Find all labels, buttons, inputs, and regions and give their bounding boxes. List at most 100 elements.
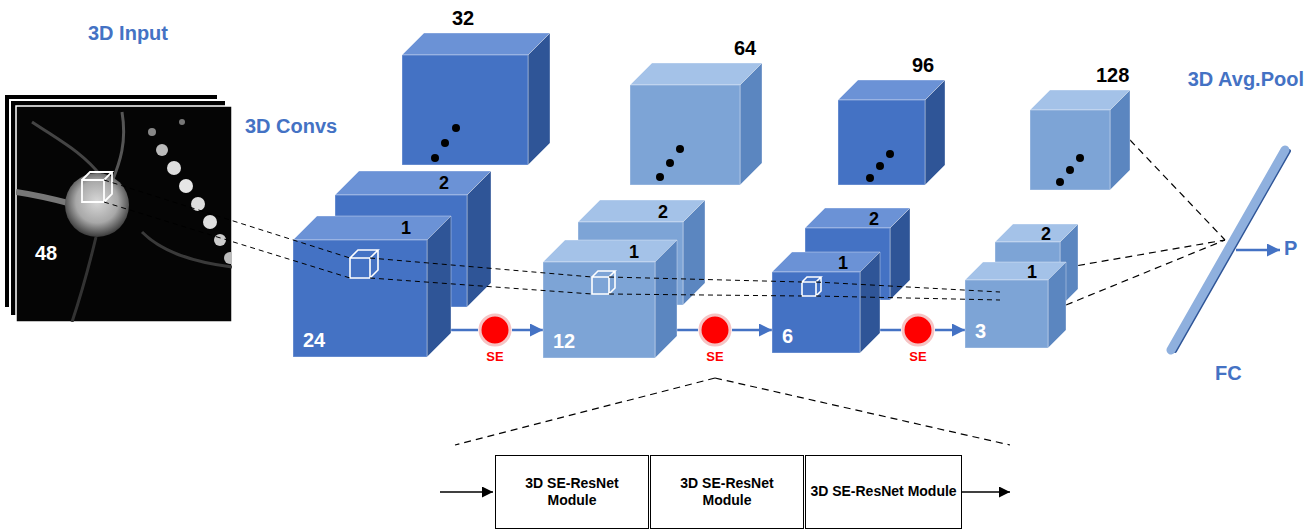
se-resnet-module-box: 3D SE-ResNet Module [650,455,804,529]
zoom-line [455,378,715,445]
leader-line [816,296,1000,300]
zoom-line [715,378,1010,445]
cube-front-face [838,100,925,185]
se-resnet-module-box: 3D SE-ResNet Module [805,455,962,529]
pooling-line [1130,140,1225,240]
input-image: 3D Input48 [2,92,234,324]
ellipsis-dot [441,139,449,147]
label-holder: 3D Avg.Pool [1188,68,1304,91]
label-holder: 3D Convs [245,115,337,138]
cube-side-face [655,240,677,358]
ellipsis-dot [656,173,664,181]
leader-line [104,180,350,258]
se-dot [700,315,730,345]
flow-arrow [880,329,901,332]
ellipsis-dot [666,159,674,167]
label-holder: 1 [1027,263,1037,281]
dimension-number: 32 [452,7,474,30]
ellipsis-dot [1076,154,1084,162]
feature-map-cube: 96 [838,80,945,185]
feature-map-cube: 16 [772,252,880,353]
cube-front-face [293,240,427,357]
se-block: SE [478,313,512,347]
label-holder: 96 [912,54,934,77]
se-resnet-module-box: 3D SE-ResNet Module [495,455,649,529]
cube-front-face [402,55,528,165]
label-holder: 64 [734,37,756,60]
dimension-number: 3 [975,320,986,343]
cube-top-face [293,216,451,240]
dimension-number: 2 [439,174,449,192]
leader-line [370,258,592,277]
cube-top-face [630,63,762,85]
leader-line [370,278,592,294]
label-holder: SE [688,350,742,365]
ellipsis-dot [866,174,874,182]
se-label: SE [688,350,742,365]
dimension-number: 2 [869,210,879,228]
label-holder: 32 [452,7,474,30]
leader-line [609,277,802,282]
flow-arrow [512,329,543,332]
module-label: 3D SE-ResNet Module [810,483,956,501]
label-holder: SE [468,350,522,365]
flow-arrow [451,329,478,332]
patch-cube [592,271,615,294]
se-label: SE [468,350,522,365]
ellipsis-dot [452,124,460,132]
se-circle [478,313,512,347]
dimension-number: 1 [1027,263,1037,281]
drawing-part [148,128,156,136]
input-arrow [440,491,493,493]
ellipsis-dot [1066,166,1074,174]
drawing-part [167,161,181,175]
drawing-part [72,237,96,322]
module-label: 3D SE-ResNet Module [655,475,799,510]
label-holder: FC [1215,362,1242,385]
layer-label: 3D Avg.Pool [1188,68,1304,91]
dimension-number: FC [1215,362,1242,385]
drawing-part [179,179,193,193]
ct-image-stack [2,92,234,324]
se-circle [698,313,732,347]
dimension-number: 64 [734,37,756,60]
fc-bar [1171,150,1285,350]
se-circle [901,313,935,347]
se-dot [480,315,510,345]
label-holder: 128 [1096,64,1129,87]
cube-top-face [335,171,491,195]
drawing-part [179,119,185,125]
ellipsis-dot [1056,178,1064,186]
label-holder: 6 [782,325,793,348]
dimension-number: 6 [782,325,793,348]
drawing-part [156,144,168,156]
feature-map-cube: 64 [630,63,762,185]
drawing-part [16,192,72,204]
dimension-number: 1 [629,243,639,261]
cube-shape [838,80,945,185]
cube-front-face [772,272,860,353]
se-dot [903,315,933,345]
cube-shape [402,33,550,165]
ellipsis-dot [431,154,439,162]
cube-side-face [683,200,705,305]
drawing-part [16,112,232,322]
leader-line [609,294,802,296]
cube-side-face [1048,262,1066,348]
label-holder: 1 [401,219,411,237]
cube-front-face [543,262,655,358]
output-label: P [1284,237,1297,260]
se-block: SE [698,313,732,347]
se-label: SE [891,350,945,365]
leader-line [104,202,350,278]
label-holder: 2 [869,210,879,228]
flow-arrow [732,329,772,332]
dimension-number: 1 [401,219,411,237]
dimension-number: 48 [35,242,57,265]
feature-map-cube: 13 [965,262,1066,348]
cube-shape [630,63,762,185]
cube-side-face [860,252,880,353]
dimension-number: 2 [1041,225,1051,243]
